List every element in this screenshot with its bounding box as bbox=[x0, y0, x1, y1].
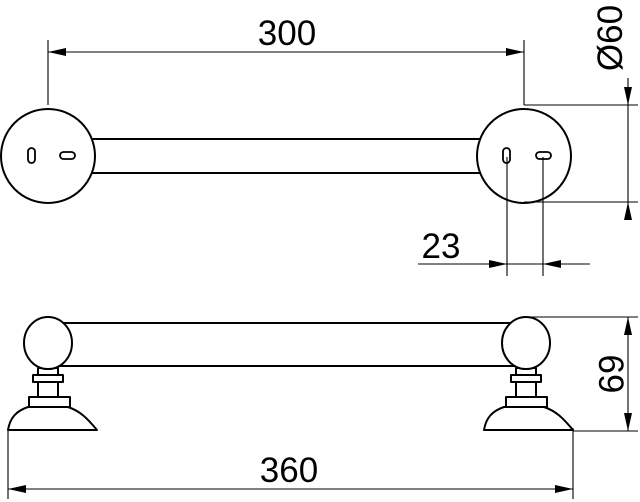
arrow-head bbox=[624, 87, 632, 105]
arrow-head bbox=[555, 485, 573, 493]
dimension-23: 23 bbox=[418, 157, 590, 276]
left-horizontal-slot bbox=[59, 151, 76, 160]
left-rosette bbox=[0, 108, 96, 204]
arrow-head bbox=[48, 48, 66, 56]
dimension-label-23: 23 bbox=[422, 227, 461, 266]
side-view bbox=[7, 316, 574, 431]
right-rosette bbox=[476, 108, 572, 204]
dimension-label-69: 69 bbox=[593, 355, 632, 394]
dimension-label-300: 300 bbox=[258, 14, 316, 53]
dimension-label-diameter: Ø60 bbox=[591, 5, 630, 71]
arrow-head bbox=[8, 485, 26, 493]
dimension-360: 360 bbox=[7, 428, 574, 499]
left-post-collar bbox=[32, 374, 64, 383]
left-vertical-slot bbox=[27, 147, 36, 164]
dimension-label-360: 360 bbox=[260, 451, 318, 490]
right-base-step bbox=[505, 396, 548, 408]
arrow-head bbox=[506, 48, 524, 56]
top-view bbox=[0, 108, 572, 204]
right-post-collar bbox=[510, 374, 542, 383]
dimension-69: 69 bbox=[527, 316, 638, 432]
arrow-head bbox=[624, 202, 632, 220]
side-view-bar bbox=[59, 322, 517, 367]
right-post-knob bbox=[501, 316, 551, 370]
arrow-head bbox=[489, 260, 507, 268]
dimension-300: 300 bbox=[47, 14, 525, 105]
arrow-head bbox=[624, 317, 632, 335]
left-base-plate bbox=[7, 406, 98, 431]
top-view-bar bbox=[89, 138, 489, 174]
arrow-head bbox=[624, 413, 632, 431]
left-post-knob bbox=[23, 316, 73, 370]
arrow-head bbox=[543, 260, 561, 268]
dimension-diameter-60: Ø60 bbox=[524, 5, 638, 220]
left-base-step bbox=[28, 396, 71, 408]
right-base-plate bbox=[483, 406, 574, 431]
